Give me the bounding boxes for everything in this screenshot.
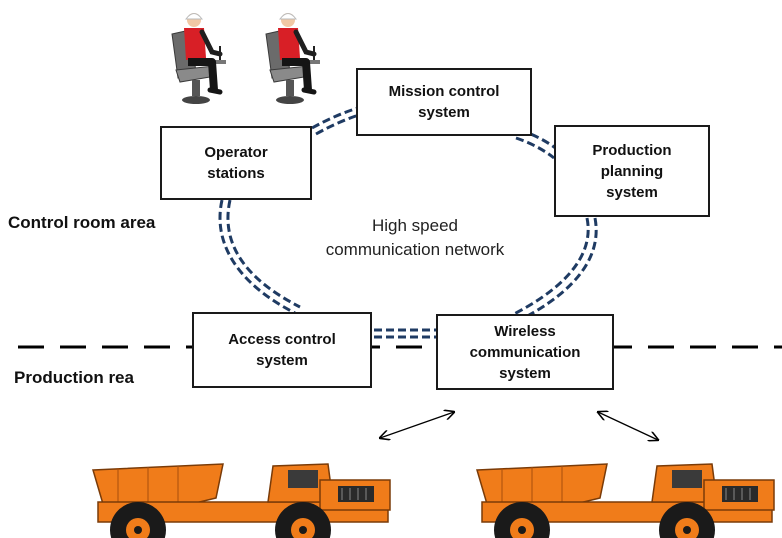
operator-stations-box: Operator stations — [160, 126, 312, 200]
operator-icon-1 — [172, 13, 226, 104]
access-control-box: Access control system — [192, 312, 372, 388]
double-arrow-icon-right — [598, 412, 658, 440]
double-arrow-icon-left — [380, 412, 454, 438]
wireless-communication-box: Wireless communication system — [436, 314, 614, 390]
mining-truck-icon-left — [92, 463, 391, 538]
production-planning-box: Production planning system — [554, 125, 710, 217]
network-label: High speed communication network — [325, 216, 505, 259]
mission-control-box: Mission control system — [356, 68, 532, 136]
network-ring — [218, 106, 598, 339]
control-room-area-label: Control room area — [8, 213, 156, 232]
production-area-label: Production rea — [14, 368, 134, 387]
mining-truck-icon-right — [476, 463, 775, 538]
operator-icon-2 — [266, 13, 320, 104]
